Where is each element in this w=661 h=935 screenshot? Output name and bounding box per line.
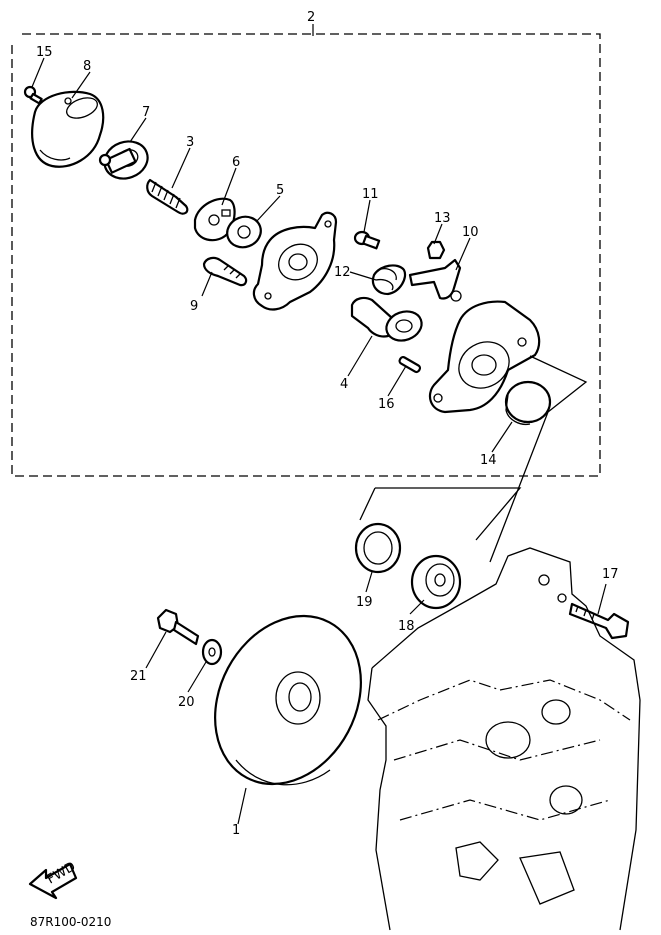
part-housing (252, 211, 338, 311)
callout-19: 19 (356, 595, 373, 610)
callout-3: 3 (186, 135, 194, 150)
guide-lines (359, 355, 588, 563)
engine-case (367, 547, 641, 931)
callout-15: 15 (36, 45, 53, 60)
callout-21: 21 (130, 669, 147, 684)
callout-8: 8 (83, 59, 91, 74)
callout-6: 6 (232, 155, 240, 170)
part-10-lever (408, 258, 462, 302)
part-5-washer (226, 215, 262, 249)
part-14-cap (504, 380, 552, 426)
part-16-pin (398, 355, 422, 374)
callout-13: 13 (434, 211, 451, 226)
part-11-bolt (353, 230, 381, 250)
part-7-shaft (98, 140, 149, 180)
fwd-arrow-icon: FWD (28, 859, 78, 900)
part-8-cover (31, 90, 105, 168)
part-right-housing (428, 300, 541, 414)
callout-9: 9 (190, 299, 198, 314)
part-17-bolt (568, 602, 630, 640)
part-15-screw (23, 85, 43, 105)
callout-7: 7 (142, 105, 150, 120)
part-19-cap (354, 522, 402, 574)
callout-11: 11 (362, 187, 379, 202)
callout-4: 4 (340, 377, 348, 392)
callout-20: 20 (178, 695, 195, 710)
part-13-nut (426, 240, 446, 260)
part-9-bolt (202, 256, 248, 287)
callout-2: 2 (307, 10, 315, 25)
callout-16: 16 (378, 397, 395, 412)
drawing-code: 87R100-0210 (30, 915, 111, 929)
leader-lines (31, 57, 607, 825)
callout-5: 5 (276, 183, 284, 198)
part-18-seal (410, 554, 462, 610)
callouts: 15 8 7 3 6 5 9 11 13 10 12 4 16 14 19 18… (36, 45, 619, 838)
part-4-shaft (350, 296, 423, 342)
callout-17: 17 (602, 567, 619, 582)
assembly-boundary: 2 (11, 10, 601, 477)
callout-10: 10 (462, 225, 479, 240)
callout-18: 18 (398, 619, 415, 634)
callout-14: 14 (480, 453, 497, 468)
callout-1: 1 (232, 823, 240, 838)
part-21-bolt (156, 608, 200, 646)
callout-12: 12 (334, 265, 351, 280)
part-3-spring (146, 178, 189, 215)
part-12-spring (371, 264, 407, 296)
part-1-rotor (214, 614, 362, 786)
part-20-washer (201, 638, 223, 666)
